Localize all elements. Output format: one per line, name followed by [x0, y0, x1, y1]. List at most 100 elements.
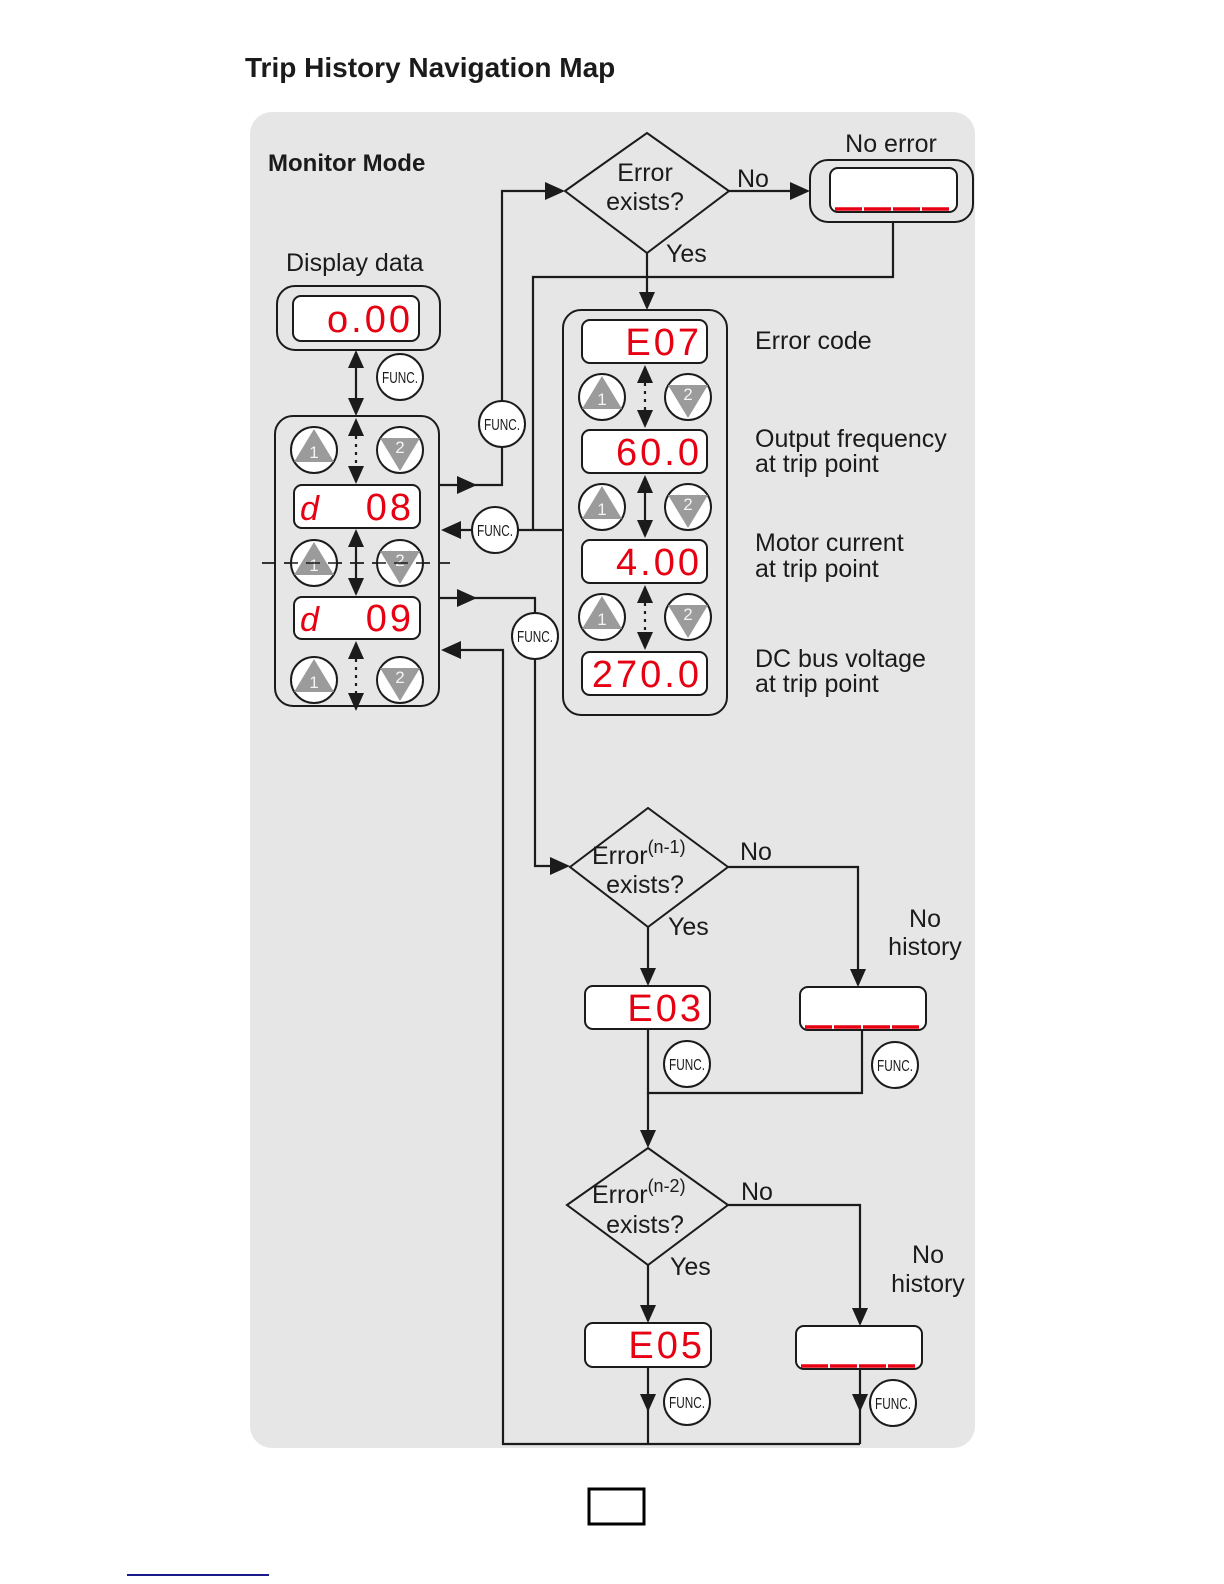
- trip-data-motor-current[interactable]: 4.00: [581, 539, 708, 584]
- func-key[interactable]: FUNC.: [376, 353, 424, 401]
- connector-no-line: [728, 865, 860, 970]
- arrow-down-icon: [348, 466, 364, 484]
- up-triangle-icon: [294, 542, 334, 575]
- func-key-label: FUNC.: [875, 1396, 911, 1413]
- history-error-code: E05: [628, 1325, 705, 1367]
- down-key[interactable]: 2: [664, 593, 712, 641]
- trip-data-lcd: [581, 651, 708, 696]
- decision-error-word: Error: [592, 1181, 648, 1209]
- down-key[interactable]: 2: [664, 373, 712, 421]
- no-history-lcd: [799, 986, 927, 1031]
- func-key-circle: [869, 1379, 917, 1427]
- no-history-lcd: [795, 1325, 923, 1370]
- monitor-item-d09[interactable]: d 09: [293, 596, 421, 640]
- trip-data-value: E07: [625, 322, 702, 364]
- connector-yes-to-trip-data: [639, 253, 655, 310]
- trip-data-label: Motor current: [755, 529, 904, 557]
- trip-data-value: 270.0: [592, 654, 702, 696]
- func-key-label: FUNC.: [382, 370, 418, 387]
- arrow-up-icon: [637, 475, 653, 493]
- decision-text-line1: Error(n-1): [592, 837, 686, 870]
- connector-dotted: [637, 585, 653, 650]
- arrow-down-icon: [637, 632, 653, 650]
- arrow-down-icon: [640, 968, 656, 986]
- down-triangle-icon: [380, 438, 420, 471]
- decision-text-line1: Error: [617, 159, 673, 187]
- arrow-down-icon: [637, 410, 653, 428]
- no-history-label: No: [909, 905, 941, 933]
- arrow-down-icon: [852, 1394, 868, 1412]
- arrow-up-icon: [348, 529, 364, 547]
- page-number-box: [587, 1487, 646, 1526]
- connector-solid: [637, 475, 653, 538]
- display-data-lcd: [292, 295, 420, 342]
- func-key[interactable]: FUNC.: [511, 612, 559, 660]
- arrow-down-icon: [640, 1305, 656, 1323]
- arrow-down-icon: [348, 578, 364, 596]
- connector-solid: [348, 529, 364, 596]
- monitor-item-d08[interactable]: d 08: [293, 484, 421, 529]
- arrow-up-icon: [637, 585, 653, 603]
- decision-text-line2: exists?: [606, 188, 684, 216]
- trip-data-error-code[interactable]: E07: [581, 319, 708, 364]
- func-key[interactable]: FUNC.: [471, 506, 519, 554]
- up-key[interactable]: 1: [578, 593, 626, 641]
- func-key[interactable]: FUNC.: [663, 1040, 711, 1088]
- down-key[interactable]: 2: [664, 483, 712, 531]
- decision-yes-label: Yes: [666, 240, 707, 268]
- connector-line: [458, 648, 860, 1446]
- down-triangle-icon: [380, 551, 420, 584]
- decision-error-word: Error: [592, 842, 648, 870]
- func-key[interactable]: FUNC.: [869, 1379, 917, 1427]
- connector-no-line: [728, 1203, 862, 1310]
- up-key[interactable]: 1: [290, 426, 338, 474]
- decision-no-label: No: [737, 165, 769, 193]
- up-key[interactable]: 1: [578, 373, 626, 421]
- func-key[interactable]: FUNC.: [478, 400, 526, 448]
- history-error-code: E03: [627, 988, 704, 1030]
- arrow-left-icon: [441, 521, 461, 539]
- decision-yes-label: Yes: [668, 913, 709, 941]
- monitor-item-code: 09: [366, 598, 414, 640]
- trip-data-lcd: [581, 539, 708, 584]
- history-item-e05[interactable]: E05: [584, 1322, 712, 1368]
- display-data-frame: [276, 285, 441, 351]
- arrow-up-icon: [637, 365, 653, 383]
- up-key[interactable]: 1: [578, 483, 626, 531]
- func-key-label: FUNC.: [669, 1057, 705, 1074]
- connector-dotted: [348, 418, 364, 484]
- arrow-up-icon: [348, 641, 364, 659]
- arrow-down-icon: [640, 1130, 656, 1148]
- down-triangle-icon: [668, 385, 708, 418]
- down-key[interactable]: 2: [376, 656, 424, 704]
- up-key-label: 1: [597, 500, 606, 519]
- trip-data-dc-bus-voltage[interactable]: 270.0: [581, 651, 708, 696]
- up-key-label: 1: [309, 556, 318, 575]
- arrow-up-icon: [348, 418, 364, 436]
- monitor-item-prefix: d: [300, 601, 320, 639]
- monitor-item-lcd: [293, 596, 421, 640]
- connector-line: [439, 596, 555, 868]
- down-triangle-icon: [380, 668, 420, 701]
- up-key[interactable]: 1: [290, 656, 338, 704]
- no-history-label: history: [888, 933, 962, 961]
- arrow-right-icon: [550, 857, 570, 875]
- no-error-label: No error: [845, 130, 937, 158]
- arrow-down-icon: [850, 969, 866, 987]
- down-key[interactable]: 2: [376, 426, 424, 474]
- trip-data-output-frequency[interactable]: 60.0: [581, 429, 708, 474]
- history-item-e03[interactable]: E03: [584, 985, 711, 1030]
- trip-data-label: Error code: [755, 327, 872, 355]
- func-key-circle: [471, 506, 519, 554]
- up-triangle-icon: [582, 596, 622, 629]
- monitor-item-code: 08: [366, 487, 414, 529]
- func-key[interactable]: FUNC.: [871, 1041, 919, 1089]
- up-key-label: 1: [597, 390, 606, 409]
- decision-text-line2: exists?: [606, 871, 684, 899]
- arrow-right-icon: [457, 476, 477, 494]
- up-key-label: 1: [597, 610, 606, 629]
- down-key-label: 2: [683, 495, 692, 514]
- up-key[interactable]: 1: [290, 539, 338, 587]
- func-key[interactable]: FUNC.: [663, 1378, 711, 1426]
